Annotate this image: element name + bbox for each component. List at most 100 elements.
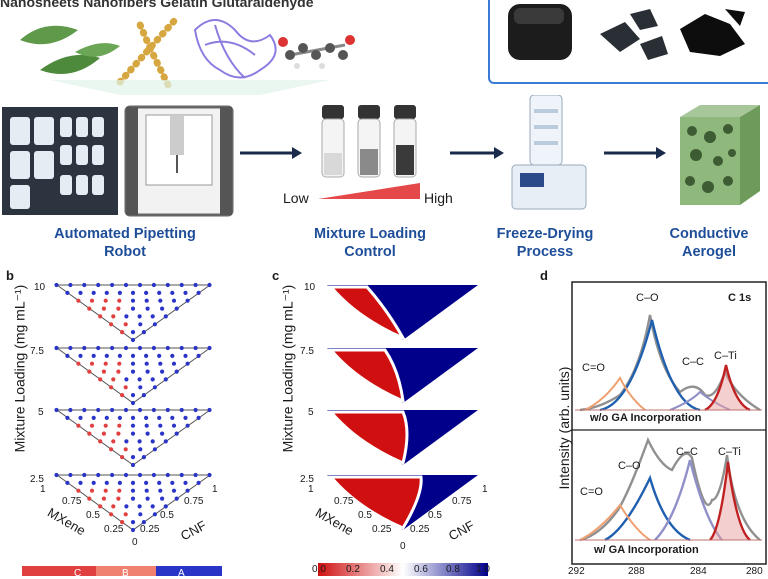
composition-dot	[123, 447, 128, 452]
stage-label-robot: Automated Pipetting Robot	[20, 225, 230, 261]
composition-dot	[111, 504, 116, 509]
composition-dot	[137, 472, 143, 478]
composition-dot	[196, 480, 201, 485]
composition-dot	[96, 407, 101, 413]
co-peak-bottom	[604, 474, 691, 542]
composition-dot	[157, 353, 162, 358]
composition-dot	[152, 447, 157, 452]
heatmap-high-region	[327, 285, 407, 342]
pipeline-illustration	[2, 95, 760, 217]
composition-dot	[144, 480, 149, 485]
composition-dot	[68, 407, 73, 413]
panel-c-left-tick: 0.5	[358, 510, 372, 521]
composition-dot	[137, 377, 142, 382]
nanosheets-icon	[20, 25, 120, 74]
composition-dot	[163, 504, 168, 509]
composition-dot	[116, 496, 121, 501]
composition-dot	[151, 282, 156, 288]
composition-dot	[109, 512, 114, 517]
stage-line2: Aerogel	[682, 244, 736, 260]
composition-dot	[165, 282, 170, 288]
panel-c-loading-tick: 2.5	[300, 474, 314, 485]
composition-dot	[116, 369, 121, 374]
aerogel-photos	[508, 4, 745, 60]
composition-dot	[124, 377, 129, 382]
panel-b-right-tick: 0.5	[160, 510, 174, 521]
composition-dot	[82, 472, 87, 478]
composition-dot	[193, 472, 198, 478]
panel-c-left-tick: 1	[308, 484, 314, 495]
pipetting-robot-photo	[2, 107, 118, 215]
peak-label-co-top: C–O	[636, 292, 659, 304]
colorbar-tick: 0.6	[414, 564, 428, 575]
composition-dot	[117, 480, 122, 485]
composition-dot	[137, 439, 142, 444]
co-peak-top	[599, 319, 701, 412]
panel-b-left-tick: 0	[132, 537, 138, 548]
composition-dot	[103, 298, 108, 303]
composition-dot	[120, 520, 125, 525]
stage-line2: Control	[344, 244, 396, 260]
glutaraldehyde-icon	[278, 35, 355, 69]
composition-dot	[165, 472, 170, 478]
composition-dot	[89, 298, 95, 303]
composition-dot	[111, 377, 116, 382]
composition-dot	[196, 415, 201, 420]
composition-dot	[65, 290, 70, 295]
xps-caption-bottom: w/ GA Incorporation	[594, 544, 699, 556]
composition-dot	[130, 290, 136, 295]
composition-dot	[109, 385, 114, 390]
composition-dot	[138, 447, 143, 452]
stage-line2: Robot	[104, 244, 146, 260]
peak-label-cti-bottom: C–Ti	[718, 446, 741, 458]
composition-dot	[117, 298, 122, 303]
colorbar-tick: 1.0	[476, 564, 490, 575]
composition-dot	[170, 353, 175, 358]
composition-dot	[104, 480, 109, 485]
composition-dot	[130, 361, 136, 366]
xps-xtick: 280	[746, 566, 763, 577]
composition-dot	[160, 306, 165, 311]
composition-dot	[185, 488, 190, 493]
composition-dot	[193, 407, 198, 413]
composition-dot	[124, 504, 129, 509]
composition-dot	[165, 345, 170, 351]
composition-dot	[87, 431, 92, 436]
composition-dot	[196, 353, 201, 358]
composition-dot	[144, 298, 149, 303]
composition-dot	[78, 480, 83, 485]
composition-dot	[124, 314, 129, 319]
composition-dot	[130, 298, 136, 303]
colorbar-tick: 0.2	[346, 564, 360, 575]
xps-xtick: 292	[568, 566, 585, 577]
composition-dot	[179, 345, 184, 351]
panel-b-loading-tick: 10	[34, 282, 46, 293]
xps-xtick: 284	[690, 566, 707, 577]
composition-dot	[171, 423, 177, 428]
composition-dot	[145, 431, 150, 436]
composition-dot	[123, 345, 129, 351]
composition-dot	[91, 480, 96, 485]
composition-dot	[130, 393, 136, 398]
composition-dot	[96, 345, 101, 351]
colorbar-tick: 0.0	[312, 564, 326, 575]
panel-c-loading-tick: 5	[308, 407, 314, 418]
composition-dot	[103, 488, 108, 493]
composition-dot	[183, 353, 188, 358]
composition-dot	[185, 361, 190, 366]
composition-dot	[65, 415, 70, 420]
composition-dot	[185, 298, 190, 303]
composition-dot	[130, 431, 136, 436]
composition-dot	[130, 496, 136, 501]
stage-line1: Conductive	[669, 226, 749, 242]
composition-dot	[158, 488, 163, 493]
composition-dot	[91, 290, 96, 295]
composition-dot	[109, 447, 114, 452]
composition-dot	[101, 431, 106, 436]
composition-dot	[137, 345, 143, 351]
peak-label-co-bottom: C–O	[618, 460, 641, 472]
composition-dot	[160, 431, 165, 436]
panel-b-left-tick: 1	[40, 484, 46, 495]
composition-dot	[54, 345, 59, 351]
